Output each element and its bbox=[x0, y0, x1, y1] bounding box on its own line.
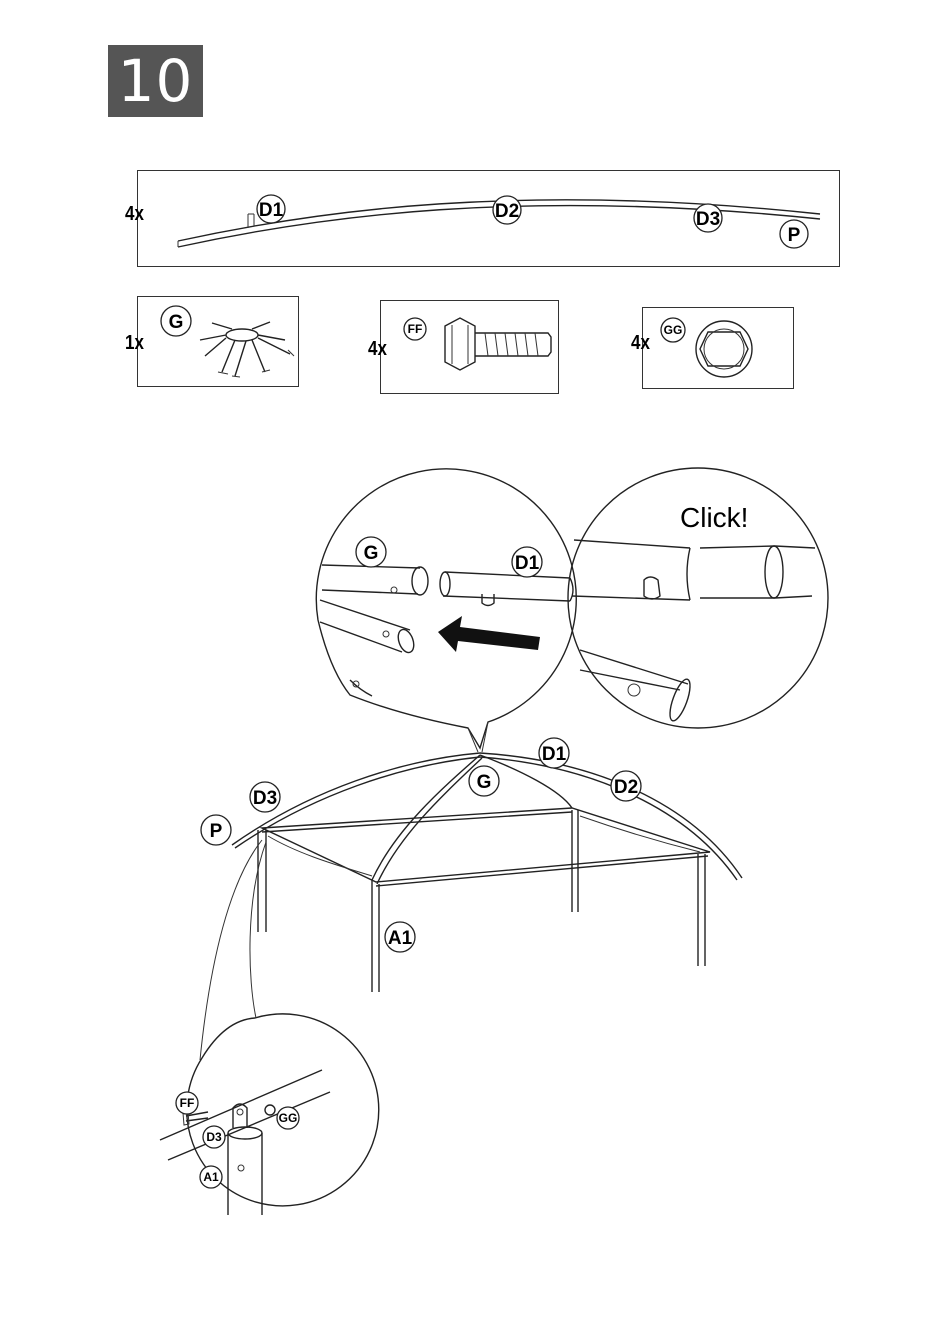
svg-text:G: G bbox=[477, 772, 492, 793]
assembly-label-d3: D3 bbox=[250, 782, 280, 812]
assembly-label-g: G bbox=[469, 766, 499, 796]
svg-text:GG: GG bbox=[279, 1111, 298, 1125]
detail-label-a1: A1 bbox=[200, 1166, 222, 1188]
svg-text:A1: A1 bbox=[388, 928, 413, 949]
svg-text:FF: FF bbox=[180, 1096, 195, 1110]
svg-text:D3: D3 bbox=[253, 788, 277, 809]
pole-label-p: P bbox=[780, 220, 808, 248]
detail-circle-bolt bbox=[160, 1014, 379, 1215]
detail-label-ff: FF bbox=[176, 1092, 198, 1114]
click-text: Click! bbox=[680, 502, 748, 533]
svg-text:D3: D3 bbox=[696, 209, 720, 230]
svg-text:D1: D1 bbox=[542, 744, 567, 765]
assembly-label-a1: A1 bbox=[385, 922, 415, 952]
bolt-label-ff: FF bbox=[404, 318, 426, 340]
pole-label-d3: D3 bbox=[694, 204, 722, 232]
svg-text:G: G bbox=[364, 543, 379, 564]
svg-text:P: P bbox=[788, 225, 801, 246]
detail-label-d1: D1 bbox=[512, 547, 542, 577]
detail-label-g: G bbox=[356, 537, 386, 567]
assembly-label-d1: D1 bbox=[539, 738, 569, 768]
svg-text:D1: D1 bbox=[259, 200, 284, 221]
svg-text:D2: D2 bbox=[614, 777, 638, 798]
svg-text:A1: A1 bbox=[203, 1170, 219, 1184]
svg-text:D1: D1 bbox=[515, 553, 540, 574]
svg-text:FF: FF bbox=[408, 322, 423, 336]
svg-text:GG: GG bbox=[664, 323, 683, 337]
assembly-label-d2: D2 bbox=[611, 771, 641, 801]
nut-drawing bbox=[696, 321, 752, 377]
assembly-label-p: P bbox=[201, 815, 231, 845]
bolt-drawing bbox=[445, 318, 551, 370]
detail-circle-insert bbox=[316, 469, 576, 748]
hub-drawing bbox=[200, 322, 294, 377]
hub-label-g: G bbox=[161, 306, 191, 336]
detail-circle-click: Click! bbox=[568, 468, 828, 728]
pole-label-d2: D2 bbox=[493, 196, 521, 224]
svg-text:G: G bbox=[169, 312, 184, 333]
svg-text:D3: D3 bbox=[206, 1130, 222, 1144]
svg-text:P: P bbox=[210, 821, 223, 842]
svg-text:D2: D2 bbox=[495, 201, 519, 222]
pole-label-d1: D1 bbox=[257, 195, 285, 223]
detail-label-gg: GG bbox=[277, 1107, 299, 1129]
detail-label-d3: D3 bbox=[203, 1126, 225, 1148]
nut-label-gg: GG bbox=[661, 318, 685, 342]
